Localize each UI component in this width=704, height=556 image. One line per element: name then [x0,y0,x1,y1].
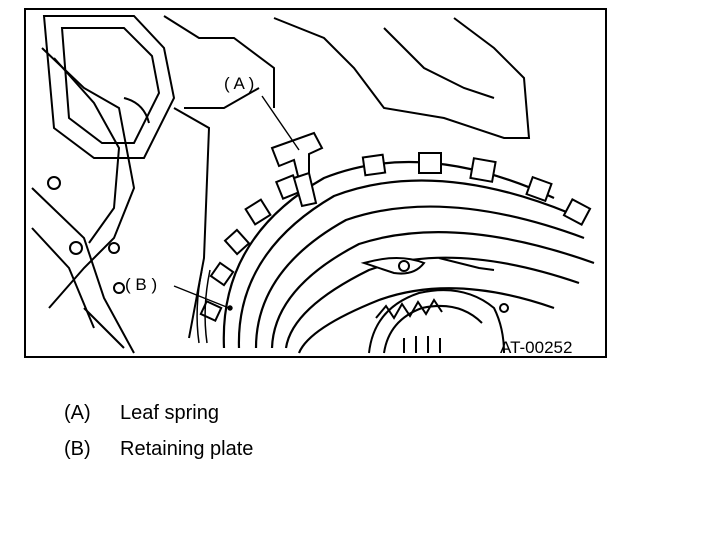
figure-code: AT-00252 [500,338,573,357]
drum-lugs [199,152,592,323]
technical-illustration: ( A ) ( B ) AT-00252 [24,8,607,358]
leaf-spring-shape [270,131,324,208]
legend-key: (B) [64,438,91,460]
legend-item: (A) Leaf spring [64,395,253,431]
legend-label: Retaining plate [120,438,254,460]
inner-hub [360,257,509,354]
retaining-plate-shape [196,269,211,344]
leader-lines [173,95,300,311]
legend: (A) Leaf spring (B) Retaining plate [64,395,253,467]
clutch-drum [222,160,595,354]
legend-label: Leaf spring [120,402,219,424]
legend-item: (B) Retaining plate [64,431,253,467]
legend-key: (A) [64,402,91,424]
callout-b-label: ( B ) [125,275,158,294]
callout-a-label: ( A ) [224,74,255,93]
case-housing [31,15,531,354]
transmission-drawing [24,8,607,358]
